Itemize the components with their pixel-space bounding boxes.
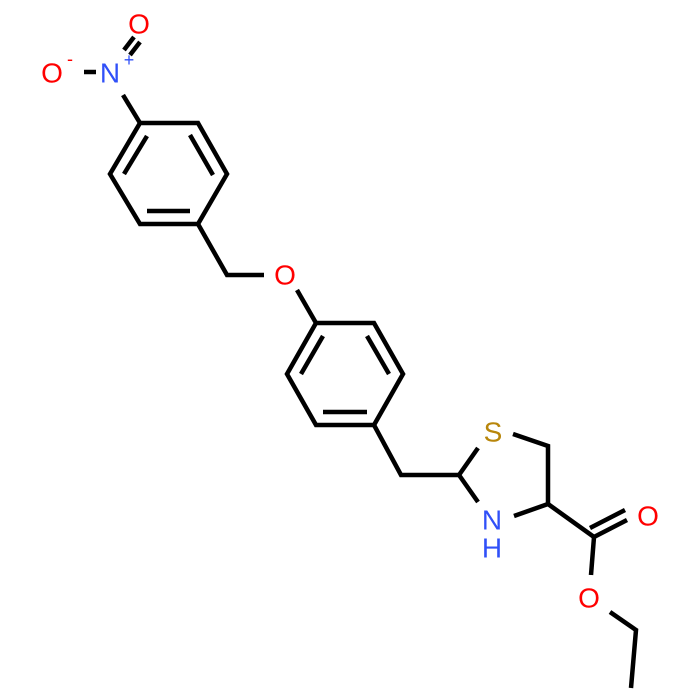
bond-benzyl-ch2 xyxy=(196,222,264,278)
bond-c-o-double-1 xyxy=(592,517,629,540)
bond-c-o-ester xyxy=(588,536,597,576)
bond-c-o-double-2 xyxy=(588,507,627,531)
atom-o-carbonyl: O xyxy=(637,501,659,532)
ring2-inner-bond xyxy=(299,334,325,376)
bond-c2-n xyxy=(457,473,480,504)
atom-h-amine: H xyxy=(482,533,502,564)
atom-o-ether: O xyxy=(274,260,296,291)
benzene-ring-2 xyxy=(284,320,406,428)
bond-s-c5-c4 xyxy=(512,431,551,504)
bond-o-ring2 xyxy=(295,288,318,325)
atom-o-minus: O xyxy=(41,58,63,89)
charge-minus: - xyxy=(67,49,73,69)
bond-n-o-double-2b xyxy=(128,40,142,57)
atom-o-ester: O xyxy=(578,583,600,614)
bond-n-c4 xyxy=(513,501,549,519)
ring2-inner-bond xyxy=(365,334,391,376)
bond-ethyl xyxy=(608,610,639,689)
atom-n-nitro: N xyxy=(100,58,120,89)
charge-plus: + xyxy=(124,50,135,70)
atom-n-amine: N xyxy=(482,505,502,536)
ring1-inner-bond xyxy=(188,133,215,177)
bond-n-o-double-1 xyxy=(122,35,136,52)
atom-o-nitro: O xyxy=(128,9,150,40)
bond-ch2-linker xyxy=(372,423,459,478)
bond-n-ring xyxy=(121,93,142,125)
ring1-inner-bond xyxy=(122,134,149,176)
bonds xyxy=(84,35,639,689)
bond-c2-s xyxy=(457,446,480,477)
bond-c4-carbonyl xyxy=(546,502,596,539)
atom-s: S xyxy=(484,417,503,448)
atom-labels: O N + O - O S N H O O xyxy=(41,9,659,614)
